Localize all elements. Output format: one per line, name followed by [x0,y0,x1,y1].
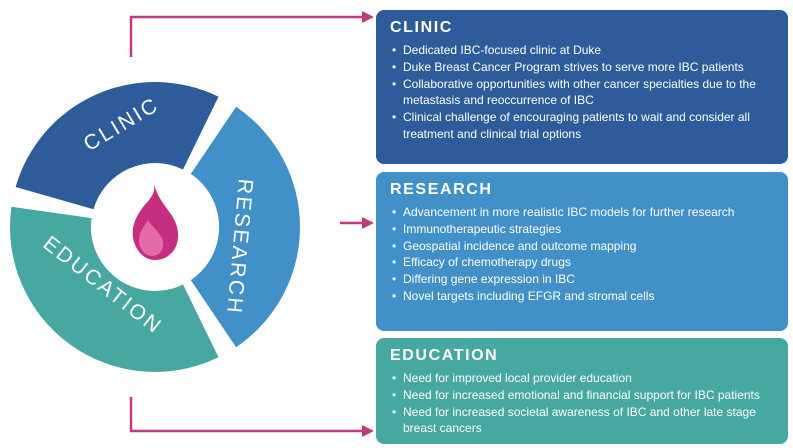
education-bullet-list: Need for improved local provider educati… [390,370,774,437]
flame-inner-shape [139,220,164,256]
list-item: Duke Breast Cancer Program strives to se… [390,59,774,76]
arrow-education-head [362,425,374,437]
research-box-title: RESEARCH [390,181,493,198]
connector-arrows [129,11,374,437]
list-item: Need for increased societal awareness of… [390,404,774,438]
list-item: Clinical challenge of encouraging patien… [390,109,774,143]
list-item: Advancement in more realistic IBC models… [390,204,774,221]
flame-icon [132,184,179,260]
list-item: Geospatial incidence and outcome mapping [390,238,774,255]
arrow-clinic-head [362,11,374,23]
research-segment [190,106,301,348]
list-item: Need for improved local provider educati… [390,370,774,387]
detail-boxes: CLINIC Dedicated IBC-focused clinic at D… [376,10,788,444]
education-box: EDUCATION Need for improved local provid… [376,338,788,444]
list-item: Differing gene expression in IBC [390,271,774,288]
clinic-bullet-list: Dedicated IBC-focused clinic at Duke Duk… [390,42,774,143]
education-box-title: EDUCATION [390,347,499,364]
list-item: Immunotherapeutic strategies [390,221,774,238]
list-item: Dedicated IBC-focused clinic at Duke [390,42,774,59]
research-bullet-list: Advancement in more realistic IBC models… [390,204,774,305]
list-item: Efficacy of chemotherapy drugs [390,254,774,271]
arrow-education-line [129,397,362,433]
research-box: RESEARCH Advancement in more realistic I… [376,172,788,331]
education-segment [9,206,219,372]
clinic-box-title: CLINIC [390,19,453,36]
arrow-clinic-line [129,15,362,57]
clinic-box: CLINIC Dedicated IBC-focused clinic at D… [376,10,788,164]
clinic-segment [15,82,219,210]
list-item: Collaborative opportunities with other c… [390,76,774,110]
list-item: Need for increased emotional and financi… [390,387,774,404]
list-item: Novel targets including EFGR and stromal… [390,288,774,305]
arrow-research-head [362,217,374,229]
